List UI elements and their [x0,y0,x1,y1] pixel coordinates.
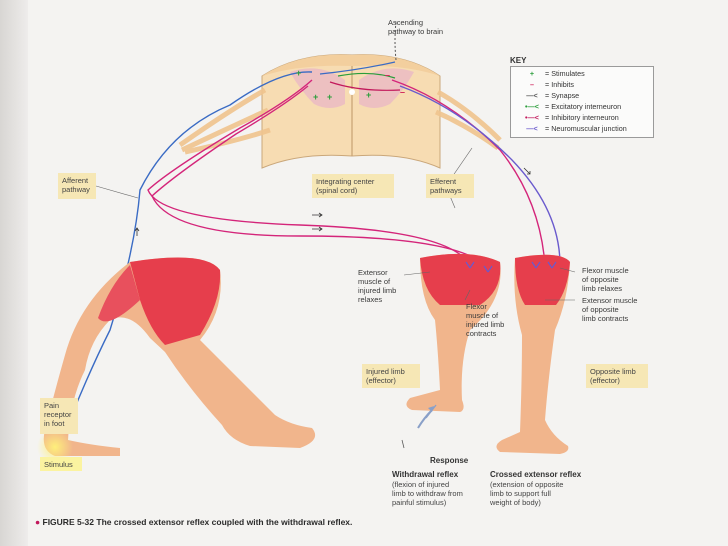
withdrawal-reflex-heading: Withdrawal reflex [392,470,459,479]
svg-text:+: + [313,92,318,102]
excitatory-interneuron-symbol: •—< [525,102,539,111]
key-text: = Inhibits [545,80,574,89]
direction-arrows [134,167,531,236]
label-flexor-injured: Flexor muscle of injured limb contracts [466,302,505,338]
label-afferent: Afferent pathway [58,173,96,199]
key-row: —< = Neuromuscular junction [519,124,627,134]
key-row: – = Inhibits [519,80,574,90]
figure-number: FIGURE 5-32 [42,517,95,527]
svg-text:+: + [327,92,332,102]
key-row: •—< = Inhibitory interneuron [519,113,619,123]
response-arrowhead [428,406,434,412]
svg-text:–: – [400,87,405,97]
dorsal-roots [178,87,271,155]
flexed-leg [406,253,501,412]
svg-text:–: – [385,70,390,80]
label-extensor-opposite: Extensor muscle of opposite limb contrac… [582,296,638,323]
key-row: •—< = Excitatory interneuron [519,102,621,112]
synapse-symbol: —< [526,91,538,100]
key-text: = Inhibitory interneuron [545,113,619,122]
label-integrating: Integrating center (spinal cord) [312,174,394,198]
neuromuscular-junction-symbol: —< [526,124,538,133]
key-text: = Excitatory interneuron [545,102,622,111]
supporting-leg [496,254,570,454]
key-legend: + = Stimulates – = Inhibits —< = Synapse •—… [510,66,654,138]
spinal-cord [261,54,441,169]
crossed-extensor-body: (extension of opposite limb to support f… [490,480,564,507]
response-pointer [401,439,405,449]
label-flexor-opposite: Flexor muscle of opposite limb relaxes [582,266,629,293]
figure-caption: ● FIGURE 5-32 The crossed extensor refle… [35,517,352,527]
label-pain-receptor: Pain receptor in foot [40,398,78,434]
label-ascending: Ascending pathway to brain [388,18,444,36]
label-efferent: Efferent pathways [426,174,474,198]
synapse-symbols: + + + + – – [296,68,405,102]
stimulates-symbol: + [529,69,535,78]
neuromuscular-junctions [465,261,557,273]
caption-text: The crossed extensor reflex coupled with… [96,517,353,527]
pain-glow [37,429,73,465]
label-extensor-injured: Extensor muscle of injured limb relaxes [358,268,397,304]
svg-text:+: + [366,90,371,100]
label-response: Response [430,456,469,465]
caption-bullet: ● [35,517,43,527]
scan-shadow [0,0,28,546]
nerve-paths [59,21,561,446]
injured-leg [43,257,316,456]
inhibitory-interneuron-symbol: •—< [525,113,539,122]
key-title: KEY [510,56,527,65]
label-opposite-limb: Opposite limb (effector) [586,364,648,388]
crossed-extensor-heading: Crossed extensor reflex [490,470,582,479]
key-text: = Neuromuscular junction [545,124,627,133]
ventral-roots [434,89,502,151]
label-injured-limb: Injured limb (effector) [362,364,420,388]
key-text: = Stimulates [545,69,585,78]
inhibits-symbol: – [530,80,534,89]
response-arrow [417,409,433,429]
withdrawal-reflex-body: (flexion of injured limb to withdraw fro… [392,480,463,507]
svg-text:+: + [296,68,301,78]
label-stimulus: Stimulus [40,457,82,471]
key-row: —< = Synapse [519,91,579,101]
key-row: + = Stimulates [519,69,585,79]
key-text: = Synapse [545,91,580,100]
